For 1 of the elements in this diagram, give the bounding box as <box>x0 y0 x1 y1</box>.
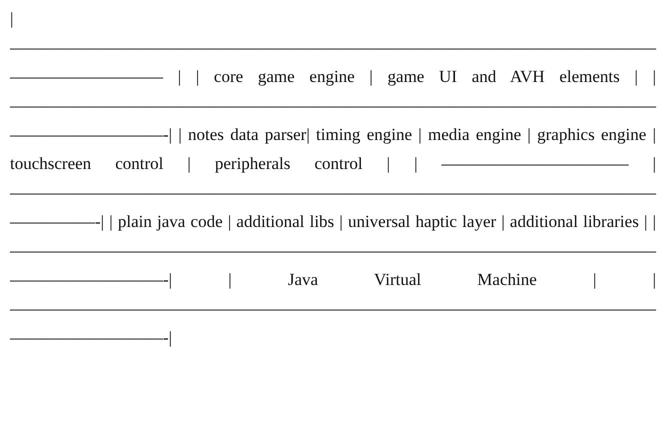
text-paragraph: |——————————————————————————————————————————————— | | core game engine | game UI and AVH elements | |———————————————————————————————————————————————-| | notes data parser| timing engine | media engine | graphics engine | touchscreen control | peripherals control | | ——————————— |———————————————————————————————————————————-| | plain java code | additional libs | universal haptic layer | additional libraries | |———————————————————————————————————————————————-| | Java Virtual Machine | |———————————————————————————————————————————————-| <box>10 8 656 349</box>
